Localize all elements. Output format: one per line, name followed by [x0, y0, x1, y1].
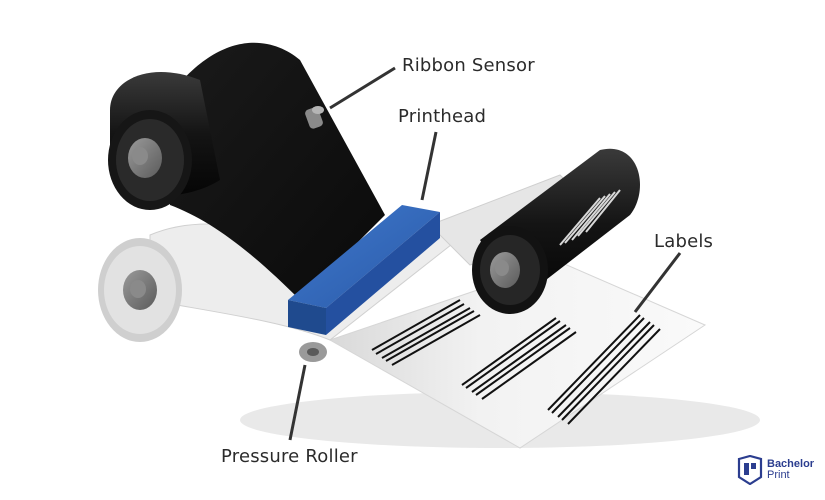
barcode-3: [547, 314, 661, 425]
leader-pressure-roller: [288, 364, 307, 441]
barcode-2: [461, 317, 577, 400]
leader-printhead: [420, 131, 438, 201]
bachelor-print-logo-icon: [737, 455, 763, 485]
brand-logo: Bachelor Print: [737, 455, 814, 485]
leader-labels: [633, 252, 682, 313]
printhead-block: [288, 205, 440, 335]
label-supply-roll: [98, 238, 182, 342]
pressure-roller: [299, 342, 327, 362]
ribbon-web: [170, 42, 385, 301]
ribbon-takeup-roll: [472, 148, 640, 314]
barcode-1: [371, 299, 481, 366]
brand-name-line1: Bachelor: [767, 458, 815, 470]
pressure-roller-label: Pressure Roller: [221, 446, 358, 467]
printhead-label: Printhead: [398, 106, 487, 127]
leader-ribbon-sensor: [329, 66, 396, 110]
ribbon-sensor: [305, 106, 324, 129]
brand-name-line2: Print: [767, 469, 790, 481]
ribbon-supply-roll: [108, 71, 220, 210]
ribbon-sensor-label: Ribbon Sensor: [402, 55, 535, 76]
labels-label: Labels: [654, 231, 714, 252]
